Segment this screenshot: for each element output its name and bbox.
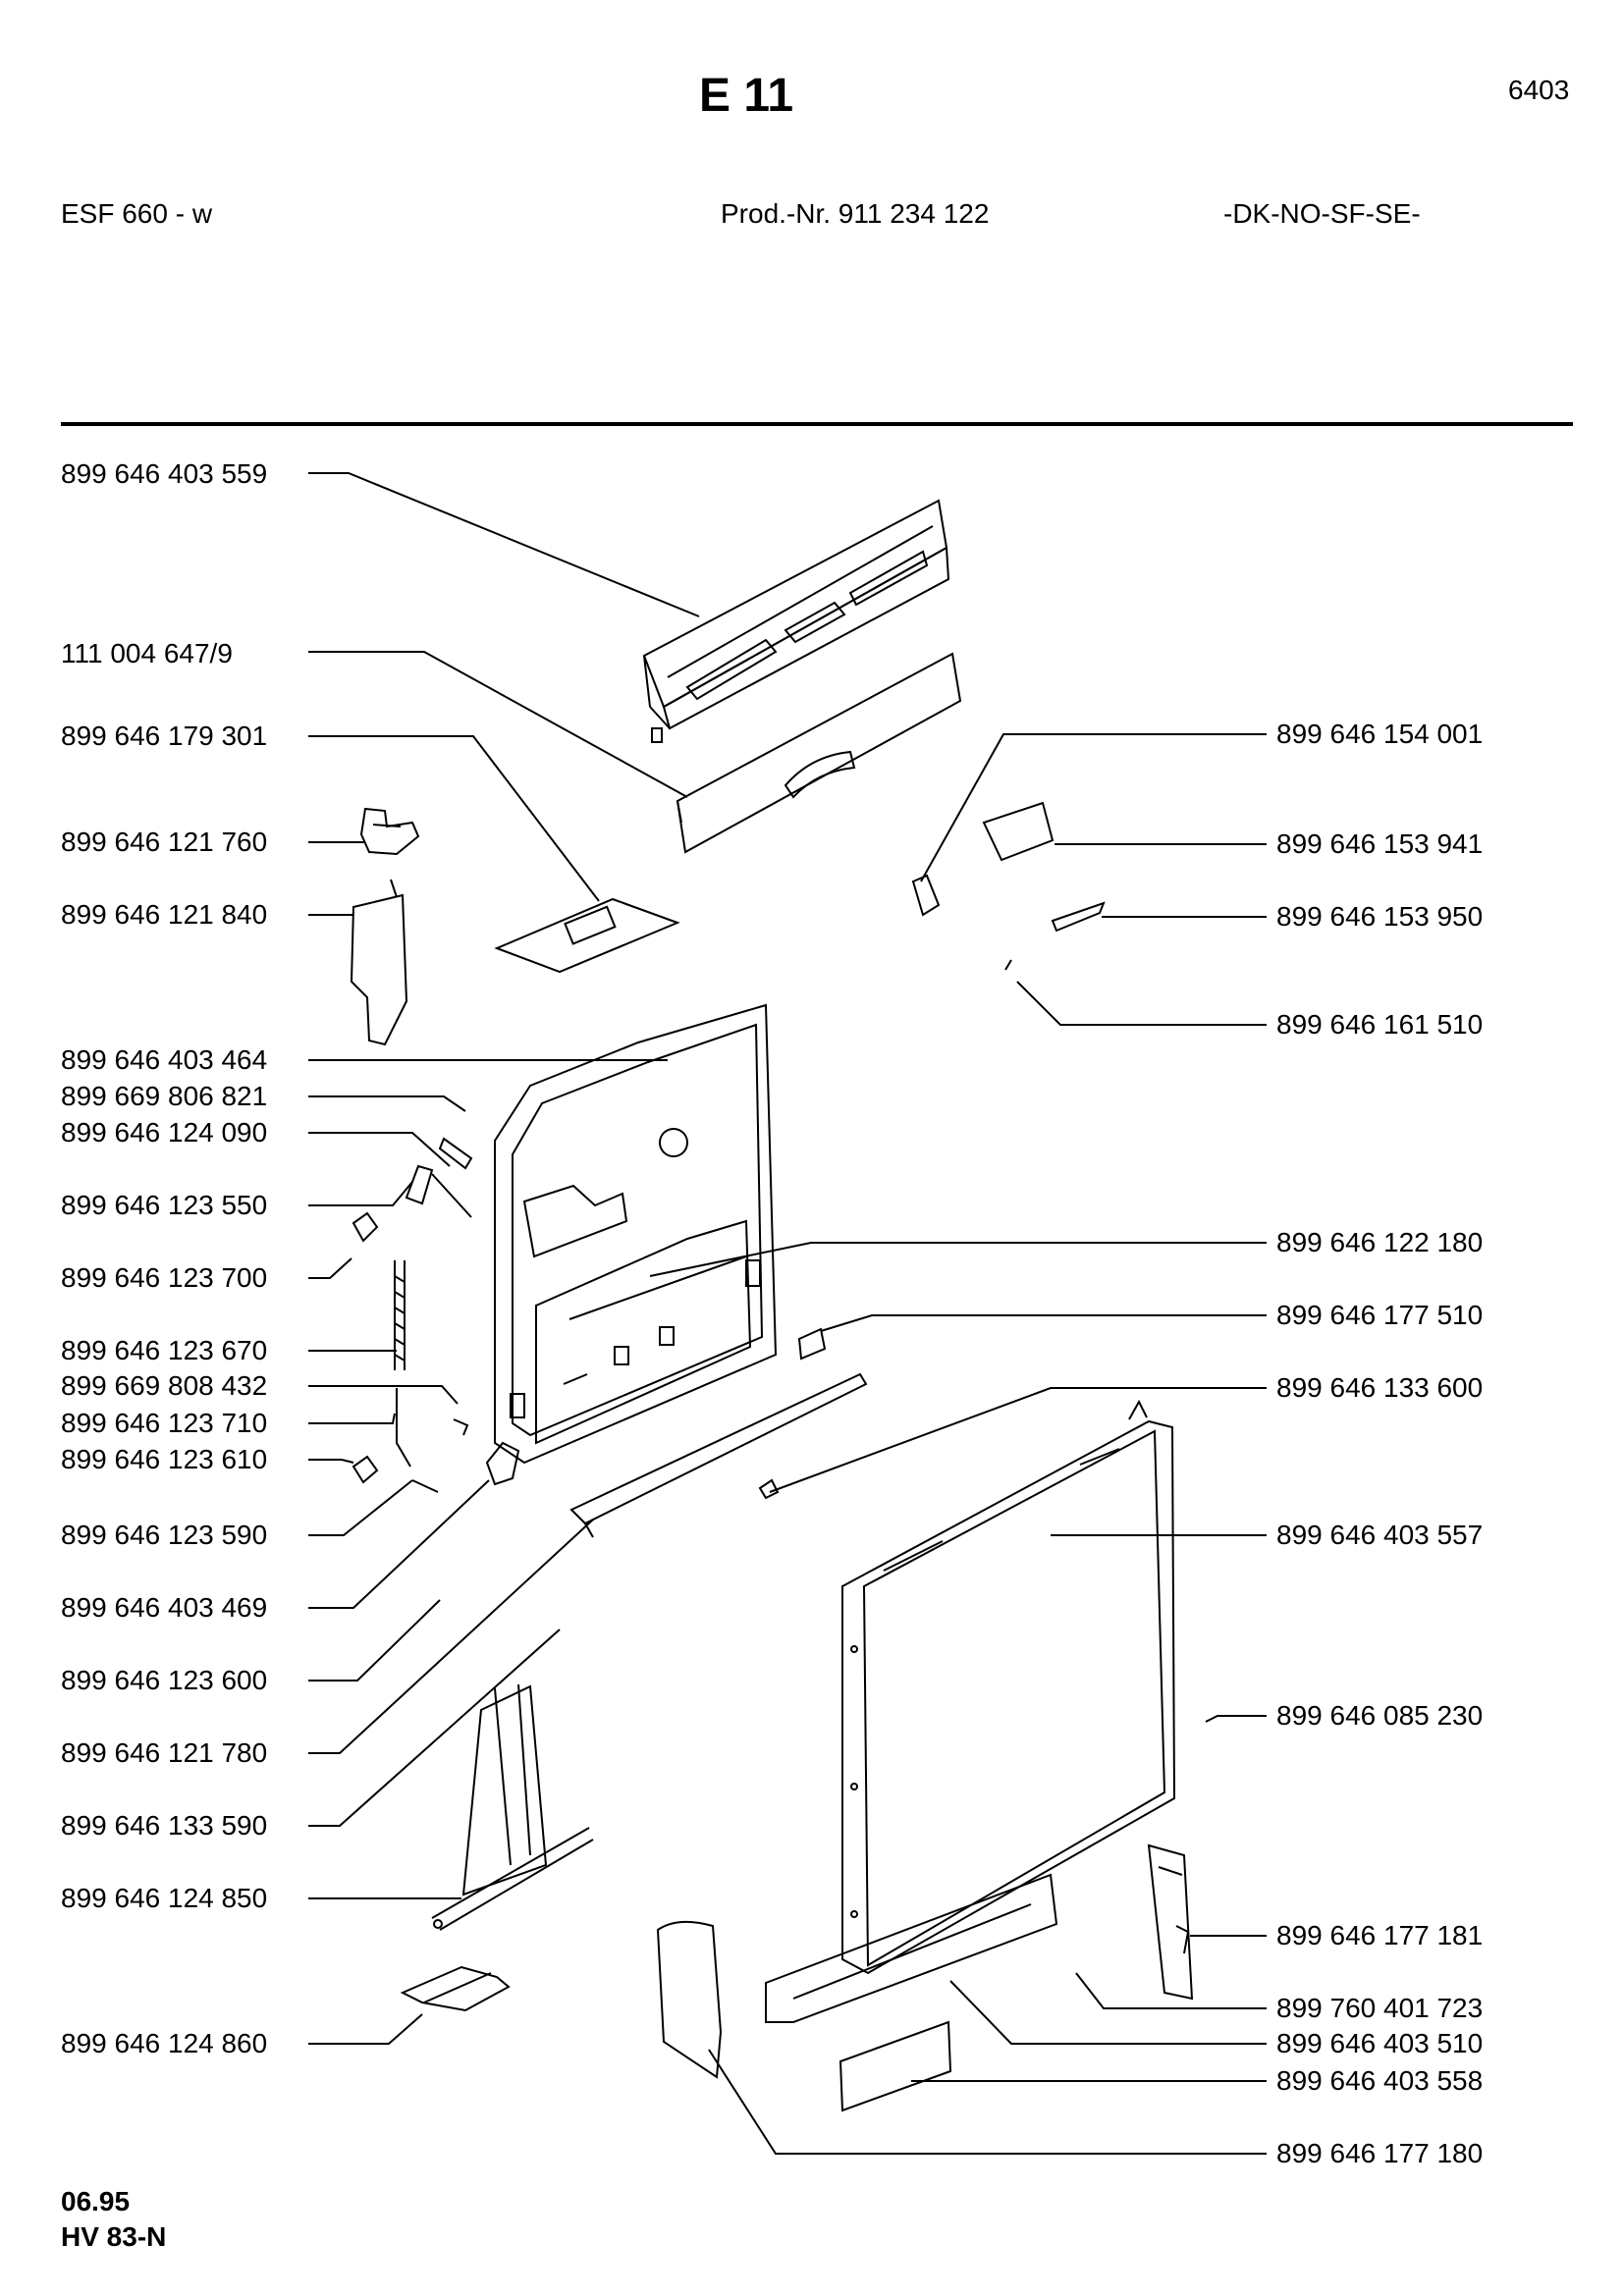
inner-door-frame xyxy=(487,1005,776,1484)
country-codes: -DK-NO-SF-SE- xyxy=(1223,198,1421,229)
part-number-left: 899 646 124 860 xyxy=(61,2028,268,2058)
part-number-right: 899 646 122 180 xyxy=(1276,1227,1484,1257)
part-number-right: 899 646 154 001 xyxy=(1276,719,1484,749)
support-stand xyxy=(432,1684,593,1930)
outer-door-panel xyxy=(842,1402,1174,1973)
part-number-left: 899 646 123 590 xyxy=(61,1520,268,1550)
part-number-left: 899 646 123 550 xyxy=(61,1190,268,1220)
part-number-left: 111 004 647/9 xyxy=(61,638,233,668)
part-number-right: 899 646 161 510 xyxy=(1276,1009,1484,1040)
product-number: Prod.-Nr. 911 234 122 xyxy=(721,198,990,229)
part-number-left: 899 646 124 850 xyxy=(61,1883,268,1913)
part-number-right: 899 646 403 557 xyxy=(1276,1520,1484,1550)
part-number-left: 899 646 123 710 xyxy=(61,1408,268,1438)
door-clip xyxy=(799,803,1104,1359)
hinge-bracket-upper xyxy=(352,809,418,1044)
kick-plate xyxy=(766,1875,1056,2110)
part-number-left: 899 646 133 590 xyxy=(61,1810,268,1841)
part-number-right: 899 646 177 181 xyxy=(1276,1920,1484,1950)
fascia-panel xyxy=(677,654,960,852)
side-panel-right xyxy=(1149,1845,1192,1999)
part-number-right: 899 646 133 600 xyxy=(1276,1372,1484,1403)
part-number-left: 899 646 403 559 xyxy=(61,458,268,489)
model-name: ESF 660 - w xyxy=(61,198,213,229)
bottom-seal-rail xyxy=(571,1374,866,1537)
part-number-left: 899 646 123 610 xyxy=(61,1444,268,1474)
instruction-card xyxy=(497,899,677,972)
part-number-right: 899 646 177 180 xyxy=(1276,2138,1484,2168)
part-number-left: 899 646 124 090 xyxy=(61,1117,268,1148)
header-divider xyxy=(61,422,1573,426)
part-number-left: 899 669 808 432 xyxy=(61,1370,268,1401)
hinge-foot xyxy=(403,1967,509,2010)
part-number-right: 899 646 403 510 xyxy=(1276,2028,1484,2058)
part-number-left: 899 646 123 670 xyxy=(61,1335,268,1365)
part-number-right: 899 646 153 950 xyxy=(1276,901,1484,932)
part-number-left: 899 646 179 301 xyxy=(61,721,268,751)
part-number-left: 899 646 121 760 xyxy=(61,827,268,857)
hinge-spring-assembly xyxy=(353,1139,471,1492)
side-panel-left xyxy=(658,1922,721,2077)
control-panel-housing xyxy=(644,501,948,742)
footer-series: HV 83-N xyxy=(61,2221,167,2252)
part-number-left: 899 646 123 700 xyxy=(61,1262,268,1293)
page-code: 6403 xyxy=(1508,75,1570,105)
page-title: E 11 xyxy=(699,70,794,122)
part-number-left: 899 669 806 821 xyxy=(61,1081,268,1111)
footer-date: 06.95 xyxy=(61,2186,131,2216)
part-number-left: 899 646 123 600 xyxy=(61,1665,268,1695)
part-number-right: 899 646 153 941 xyxy=(1276,828,1484,859)
leader-lines-left xyxy=(308,473,699,2044)
leader-lines-right xyxy=(650,734,1267,2154)
part-number-right: 899 760 401 723 xyxy=(1276,1993,1484,2023)
part-number-left: 899 646 403 469 xyxy=(61,1592,268,1623)
part-number-right: 899 646 177 510 xyxy=(1276,1300,1484,1330)
part-number-right: 899 646 085 230 xyxy=(1276,1700,1484,1731)
part-number-left: 899 646 121 840 xyxy=(61,899,268,930)
part-number-left: 899 646 403 464 xyxy=(61,1044,268,1075)
part-number-left: 899 646 121 780 xyxy=(61,1737,268,1768)
part-number-right: 899 646 403 558 xyxy=(1276,2065,1484,2096)
